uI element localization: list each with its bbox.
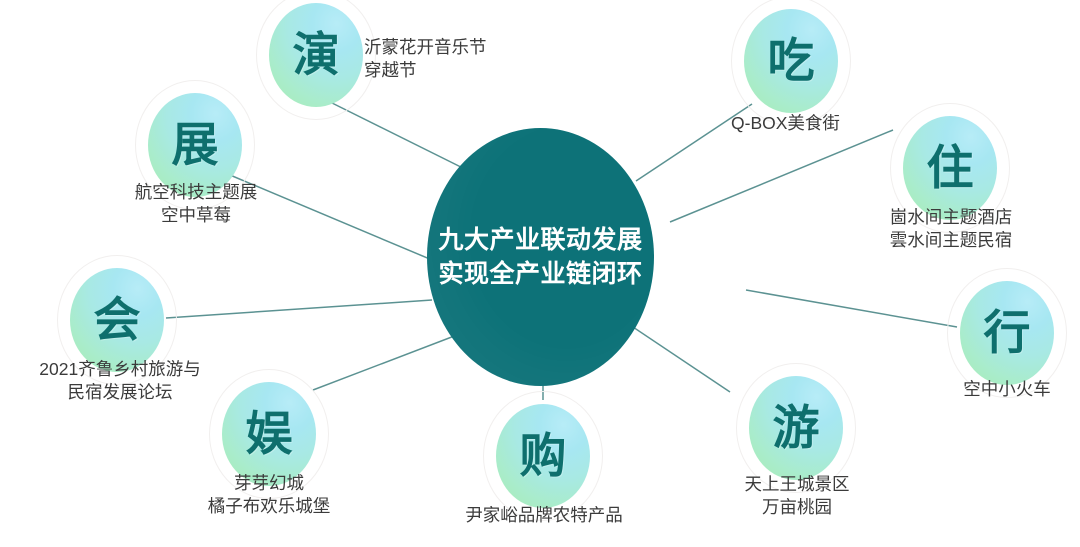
node-caption-yu: 芽芽幻城 橘子布欢乐城堡 — [208, 472, 331, 518]
caption-line: 橘子布欢乐城堡 — [207, 495, 331, 516]
node-caption-hui: 2021齐鲁乡村旅游与 民宿发展论坛 — [39, 358, 200, 404]
node-bubble-yan: 演 — [256, 0, 376, 120]
caption-line: 空中草莓 — [161, 204, 231, 225]
node-glyph-yu: 娱 — [245, 406, 293, 462]
caption-line: 航空科技主题展 — [134, 182, 258, 202]
node-caption-you: 天上王城景区 万亩桃园 — [745, 473, 850, 519]
center-hub-line-2: 实现全产业链闭环 — [438, 260, 643, 288]
center-hub-line-1: 九大产业联动发展 — [438, 226, 643, 254]
node-bubble-yu: 娱 — [209, 369, 329, 499]
node-bubble-chi: 吃 — [731, 0, 851, 126]
node-caption-zhan: 航空科技主题展 空中草莓 — [135, 181, 258, 227]
node-caption-gou: 尹家峪品牌农特产品 — [465, 504, 623, 527]
caption-line: 天上王城景区 — [744, 474, 850, 494]
connector-zhu — [669, 129, 894, 223]
node-glyph-gou: 购 — [519, 428, 567, 484]
caption-line: 芽芽幻城 — [234, 473, 304, 493]
node-caption-yan: 沂蒙花开音乐节 穿越节 — [364, 36, 487, 82]
node-caption-chi: Q-BOX美食街 — [731, 112, 840, 135]
caption-line: 穿越节 — [364, 59, 417, 80]
connector-hui — [165, 299, 433, 319]
node-bubble-gou: 购 — [483, 391, 603, 521]
caption-line: 万亩桃园 — [762, 496, 832, 517]
connector-you — [629, 324, 731, 393]
caption-line: 2021齐鲁乡村旅游与 — [39, 359, 201, 379]
caption-line: 空中小火车 — [963, 379, 1051, 399]
node-bubble-hui: 会 — [57, 255, 177, 385]
node-bubble-zhu: 住 — [890, 103, 1010, 233]
connector-zhan — [229, 174, 445, 266]
node-bubble-zhan: 展 — [135, 80, 255, 210]
node-glyph-zhan: 展 — [171, 117, 219, 173]
node-glyph-xing: 行 — [983, 305, 1031, 361]
connector-yu — [312, 329, 471, 391]
caption-line: 雲水间主题民宿 — [889, 229, 1013, 250]
connector-xing — [745, 289, 958, 328]
node-glyph-you: 游 — [772, 400, 820, 456]
node-glyph-hui: 会 — [93, 292, 141, 348]
node-bubble-xing: 行 — [947, 268, 1067, 398]
center-hub[interactable]: 九大产业联动发展 实现全产业链闭环 — [427, 128, 654, 386]
node-glyph-chi: 吃 — [767, 33, 815, 89]
node-glyph-zhu: 住 — [926, 140, 974, 196]
node-caption-xing: 空中小火车 — [963, 378, 1051, 401]
caption-line: 崮水间主题酒店 — [889, 207, 1013, 227]
caption-line: 沂蒙花开音乐节 — [364, 37, 487, 57]
node-glyph-yan: 演 — [292, 27, 340, 83]
caption-line: Q-BOX美食街 — [731, 113, 840, 133]
node-caption-zhu: 崮水间主题酒店 雲水间主题民宿 — [890, 206, 1013, 252]
node-bubble-you: 游 — [736, 363, 856, 493]
caption-line: 尹家峪品牌农特产品 — [465, 505, 623, 525]
caption-line: 民宿发展论坛 — [67, 381, 173, 402]
